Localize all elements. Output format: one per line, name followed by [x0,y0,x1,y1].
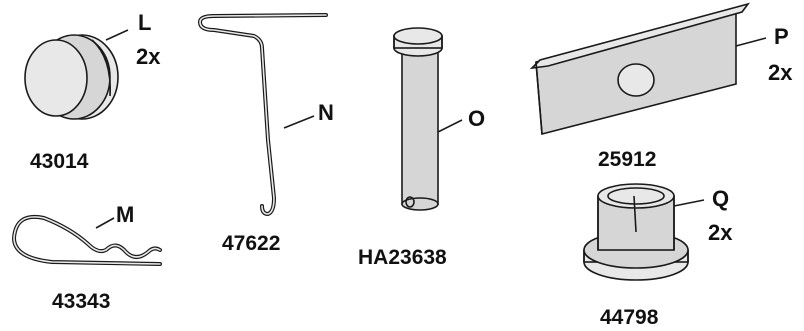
part-l-plug-cap [24,29,129,120]
part-n-number: 47622 [222,232,280,255]
part-l-letter: L [138,10,151,35]
part-p-letter: P [774,24,789,49]
part-q-number: 44798 [600,306,659,329]
part-p-number: 25912 [598,148,656,171]
part-o-letter: O [468,106,485,131]
part-n-letter: N [318,100,334,125]
part-o-clevis-pin [393,27,463,211]
part-m-number: 43343 [52,290,110,313]
part-m-hairpin-clip [12,215,162,266]
part-o-number: HA23638 [358,246,447,269]
part-q-letter: Q [712,186,729,211]
part-l-number: 43014 [30,150,89,173]
part-p-bracket-plate [529,2,767,136]
part-q-flanged-bushing [583,183,705,281]
part-q-quantity: 2x [708,220,733,245]
part-n-bent-wire [198,13,328,216]
part-m-letter: M [116,202,134,227]
part-p-quantity: 2x [768,60,793,85]
part-l-quantity: 2x [136,44,161,69]
